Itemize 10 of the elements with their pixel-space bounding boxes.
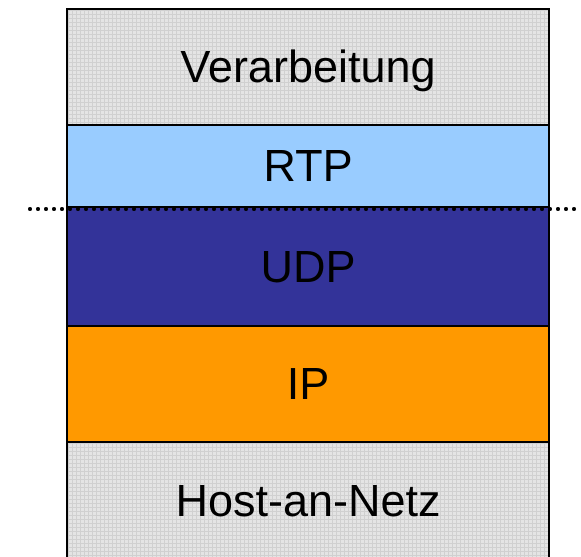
protocol-layer	[66, 124, 550, 208]
protocol-layer	[66, 206, 550, 327]
protocol-layer	[66, 8, 550, 126]
layer-label: Verarbeitung	[180, 41, 436, 93]
layer-label: IP	[286, 358, 330, 410]
protocol-layer	[66, 325, 550, 443]
layer-label: Host-an-Netz	[175, 475, 441, 527]
layer-label: RTP	[263, 140, 353, 192]
protocol-layer	[66, 441, 550, 557]
layer-label: UDP	[260, 240, 356, 292]
